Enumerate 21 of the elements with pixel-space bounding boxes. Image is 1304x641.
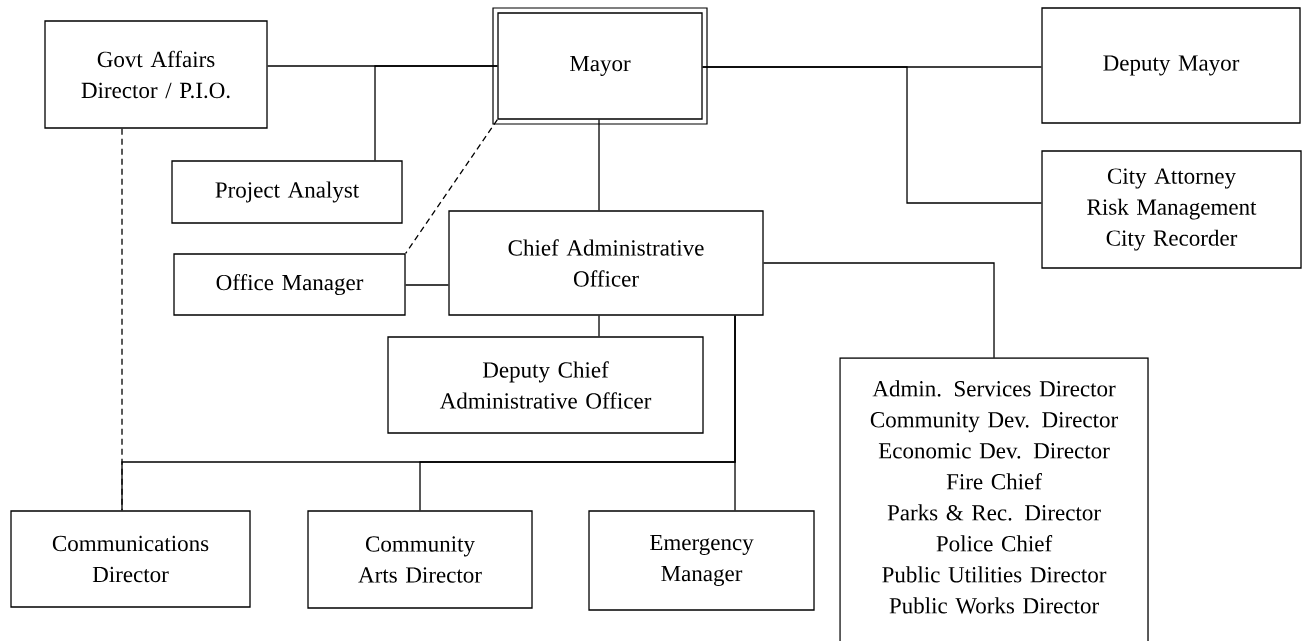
position-box: Office Manager (173, 253, 406, 316)
connector-line (598, 315, 600, 337)
position-box: Community Arts Director (307, 510, 533, 609)
position-box: Deputy Chief Administrative Officer (387, 336, 704, 434)
connector-line (763, 262, 995, 359)
mayor-box: Mayor (492, 7, 708, 125)
connector-line (702, 66, 1042, 204)
position-box: Communications Director (10, 510, 251, 608)
position-box: Govt Affairs Director / P.I.O. (44, 20, 268, 129)
connector-line (121, 128, 123, 511)
position-box: Project Analyst (171, 160, 403, 224)
position-box: Emergency Manager (588, 510, 815, 611)
position-box: City Attorney Risk Management City Recorder (1041, 150, 1302, 269)
connector-line (405, 119, 498, 254)
connector-line (598, 119, 600, 211)
connector-line (405, 284, 449, 286)
connector-line (419, 315, 736, 511)
connector-line (374, 65, 498, 161)
department-box: Admin. Services Director Community Dev. Director Economic Dev. Director Fire Chief Parks & Rec. Director Police Chief Public Utilities Director Public Works Director (839, 357, 1149, 641)
position-box: Deputy Mayor (1041, 7, 1301, 124)
position-box: Chief Administrative Officer (448, 210, 764, 316)
